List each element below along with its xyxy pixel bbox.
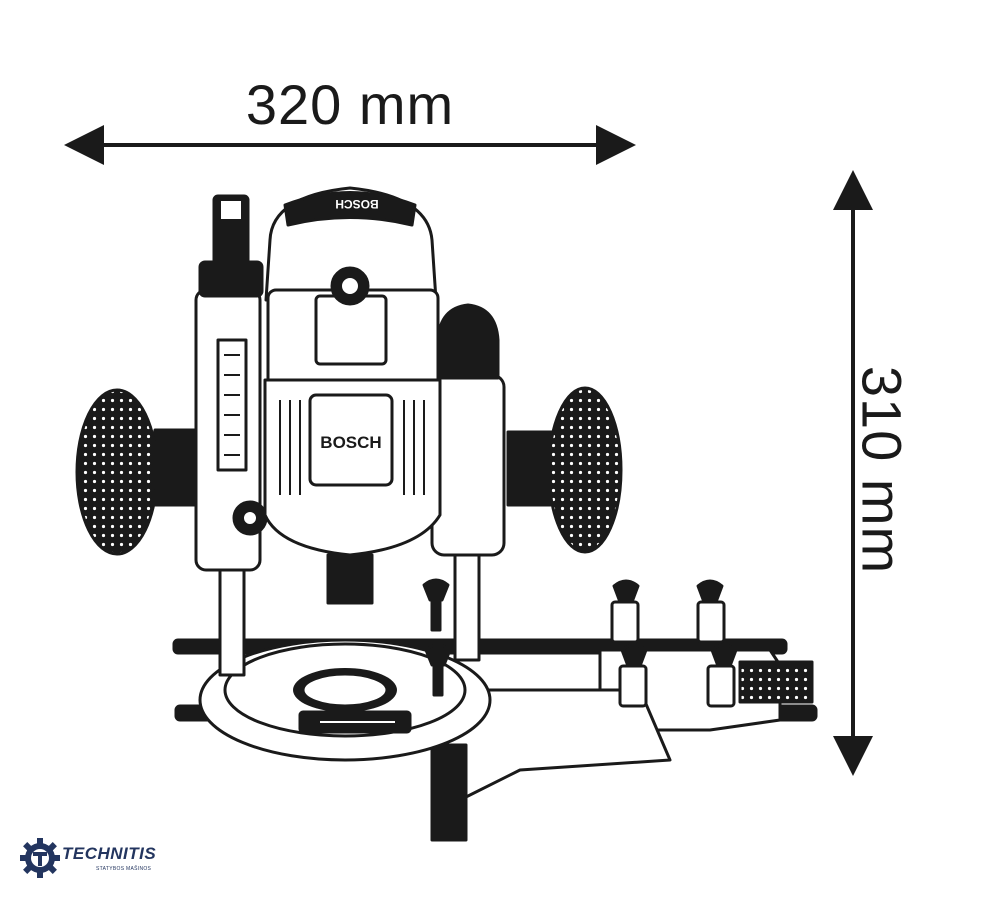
width-dimension-label: 320 mm [245, 73, 455, 136]
height-dimension-label: 310 mm [850, 365, 914, 575]
brand-label-top: BOSCH [335, 197, 378, 211]
gear-icon [20, 838, 60, 878]
router-illustration [75, 186, 818, 842]
logo-name: TECHNITIS [62, 844, 157, 863]
logo-tagline: STATYBOS MAŠINOS [96, 866, 152, 872]
brand-label-body: BOSCH [320, 433, 381, 452]
technitis-logo: TECHNITIS STATYBOS MAŠINOS [18, 832, 158, 882]
